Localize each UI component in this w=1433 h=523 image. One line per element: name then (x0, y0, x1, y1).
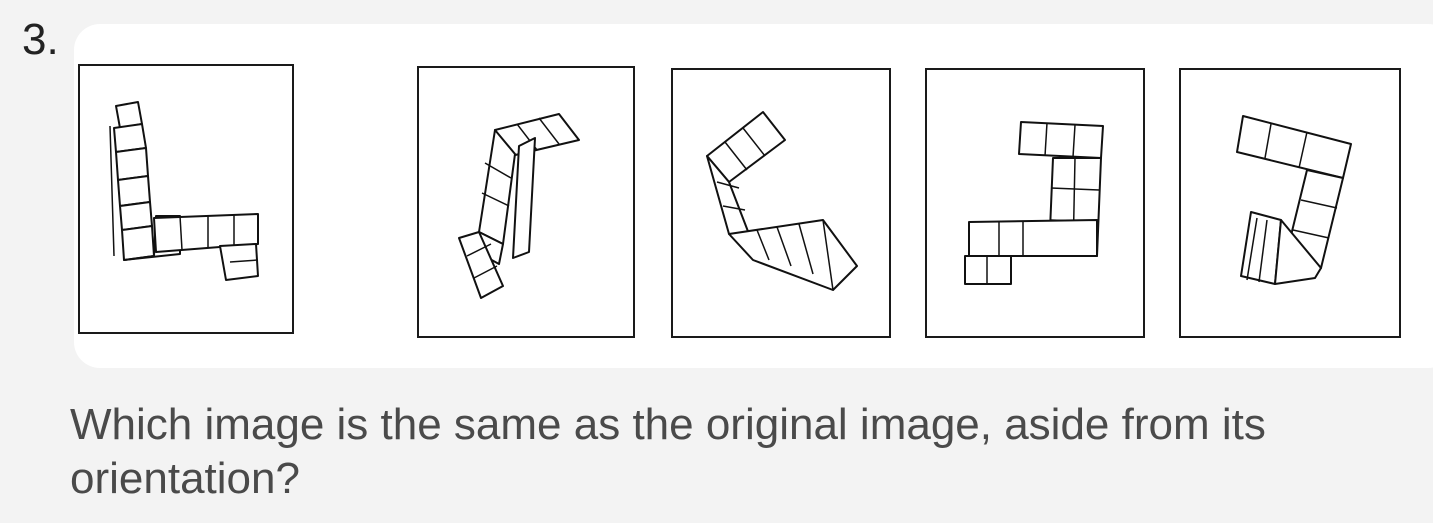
cube-figure-option-2 (706, 111, 858, 291)
cube-figure-option-1 (458, 113, 580, 299)
option-figure-2[interactable] (671, 68, 891, 338)
question-text: Which image is the same as the original … (70, 400, 1266, 503)
cube-figure-option-4 (1236, 115, 1352, 285)
original-figure (78, 64, 294, 334)
option-figure-4[interactable] (1179, 68, 1401, 338)
question-number: 3. (22, 15, 59, 64)
option-figure-3[interactable] (925, 68, 1145, 338)
option-figure-1[interactable] (417, 66, 635, 338)
cube-figure-original (109, 101, 259, 281)
cube-figure-option-3 (964, 121, 1104, 285)
